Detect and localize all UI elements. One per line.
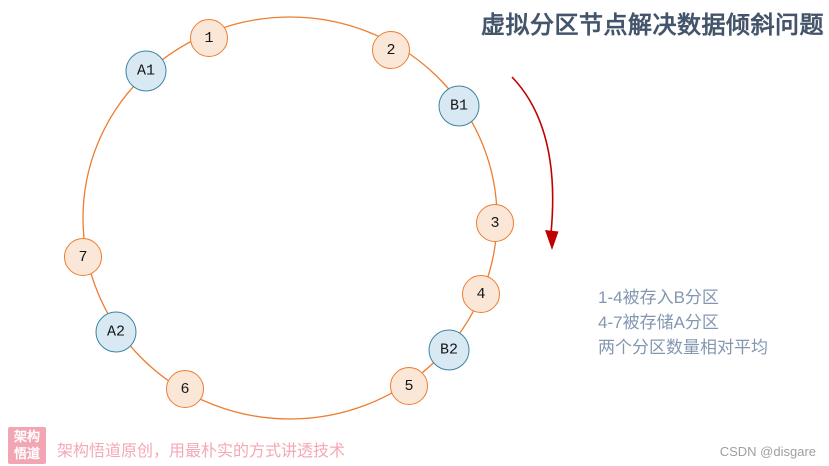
ring-node-B1: B1 [438,85,480,127]
ring-node-7: 7 [64,238,102,276]
annotation-text-block: 1-4被存入B分区 4-7被存储A分区两个分区数量相对平均 [598,285,768,360]
annotation-line-1: 1-4被存入B分区 [598,288,719,307]
watermark-text: 架构悟道原创，用最朴实的方式讲透技术 [57,443,346,460]
ring-node-5: 5 [390,367,428,405]
ring-node-6: 6 [166,370,204,408]
page-title: 虚拟分区节点解决数据倾斜问题 [481,12,824,39]
watermark-badge-line2: 悟道 [13,445,40,461]
annotation-line-2: 4-7被存储A分区 [598,313,719,332]
watermark-badge: 架构 悟道 [8,427,46,464]
annotation-line-3: 两个分区数量相对平均 [598,338,768,357]
arrowhead-icon [545,230,559,250]
ring-node-B2: B2 [428,329,470,371]
ring-node-3: 3 [476,204,514,242]
ring-node-A1: A1 [125,50,167,92]
ring-node-2: 2 [372,31,410,69]
ring-node-A2: A2 [95,311,137,353]
watermark-badge-line1: 架构 [13,429,40,445]
ring-node-4: 4 [462,275,500,313]
author-credit[interactable]: CSDN @disgare [719,444,816,459]
clockwise-flow-arrow [511,76,554,234]
ring-node-1: 1 [190,19,228,57]
